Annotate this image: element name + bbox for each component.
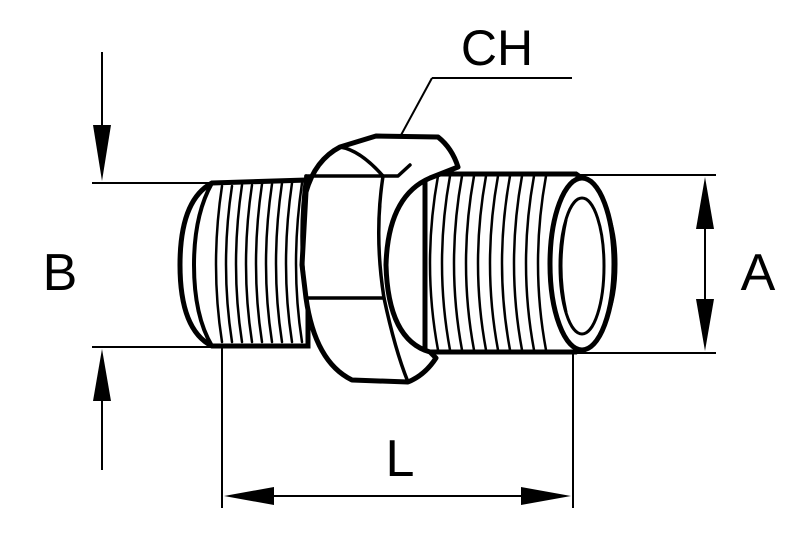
dim-l-arrow-left-icon [224,487,274,505]
left-thread-end-face [191,181,214,348]
hex-nut-edges [300,145,412,384]
dimension-l [221,347,574,508]
right-bore-inner [558,196,606,336]
dim-l-arrow-right-icon [521,487,571,505]
dim-a-arrow-up-icon [696,177,714,229]
hex-nut [299,133,461,385]
dim-b-arrow-down-icon [93,125,111,181]
dim-a-arrow-down-icon [696,299,714,351]
dim-b-arrow-up-icon [93,349,111,401]
label-l: L [386,430,415,488]
right-thread-grooves [428,174,548,352]
left-thread-grooves [214,181,304,344]
left-thread [177,177,311,349]
label-a: A [741,244,776,302]
right-bore-depth [559,218,568,314]
label-ch: CH [461,20,533,76]
right-thread [422,171,618,355]
label-b: B [43,244,78,302]
dimension-a [575,174,716,354]
dimension-b [92,52,235,470]
